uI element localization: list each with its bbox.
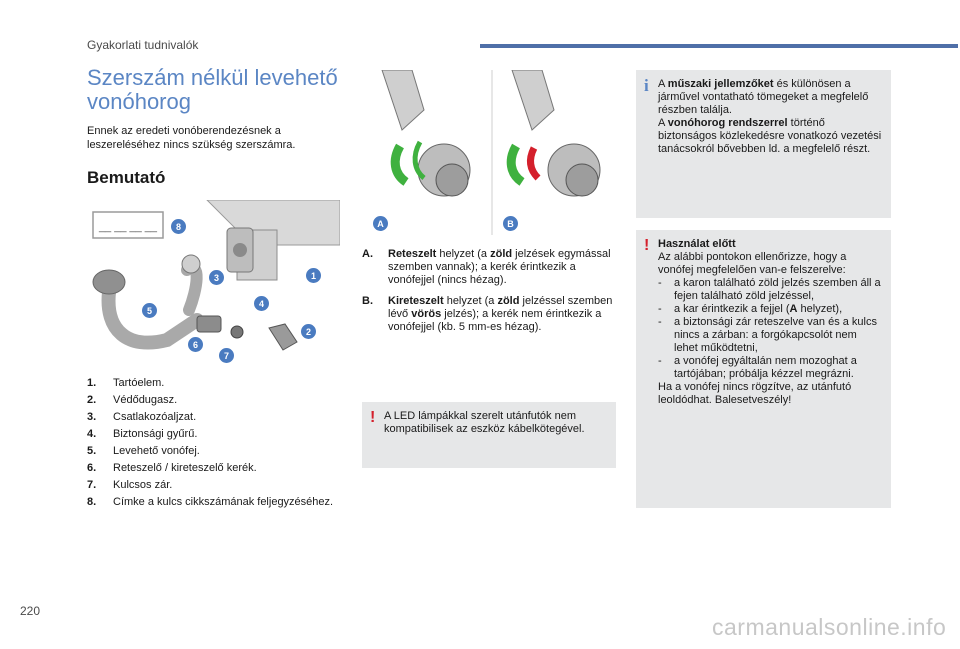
legend-item: 7.Kulcsos zár. (87, 479, 173, 491)
arm-shape-a (381, 69, 425, 131)
warning-icon: ! (370, 409, 376, 426)
callout-3: 3 (209, 270, 224, 285)
section-subheading: Bemutató (87, 168, 166, 187)
info-text-2: A vonóhorog rendszerrel történő biztonsá… (658, 117, 882, 155)
callout-4: 4 (254, 296, 269, 311)
checklist-item: -a karon található zöld jelzés szemben á… (658, 277, 881, 302)
before-use-warning-box: ! Használat előtt Az alábbi pontokon ell… (636, 230, 891, 508)
unlocked-position-drawing (506, 69, 601, 197)
callout-2: 2 (301, 324, 316, 339)
legend-item: 5.Levehető vonófej. (87, 445, 200, 457)
position-legend: A. Reteszelt helyzet (a zöld jelzések eg… (362, 248, 618, 342)
page-title: Szerszám nélkül levehető vonóhorog (87, 65, 338, 114)
callout-8: 8 (171, 219, 186, 234)
legend-item: 2.Védődugasz. (87, 394, 178, 406)
checklist-item: -a biztonsági zár reteszelve van és a ku… (658, 316, 877, 354)
callout-5: 5 (142, 303, 157, 318)
towbar-parts-drawing: __ __ __ __ (92, 199, 341, 351)
led-warning-box: ! A LED lámpákkal szerelt utánfutók nem … (362, 402, 616, 468)
lock-positions-illustration: A B (362, 69, 616, 235)
legend-item: 4.Biztonsági gyűrű. (87, 428, 198, 440)
towbar-parts-illustration: __ __ __ __ 8 1 3 4 5 2 6 7 (87, 199, 341, 365)
locking-wheel-shape (196, 315, 222, 333)
key-label-placeholder: __ __ __ __ (98, 221, 158, 233)
callout-1: 1 (306, 268, 321, 283)
info-box: i A műszaki jellemzőket és különösen a j… (636, 70, 891, 218)
header-bar (480, 44, 958, 48)
position-b-item: B. Kireteszelt helyzet (a zöld jelzéssel… (362, 295, 613, 333)
warning-icon: ! (644, 237, 650, 254)
protective-plug-shape (268, 323, 298, 351)
tow-ball-shape (181, 254, 201, 274)
checklist-item: -a kar érintkezik a fejjel (A helyzet), (658, 303, 843, 315)
legend-item: 8.Címke a kulcs cikkszámának feljegyzésé… (87, 496, 334, 508)
warning-title: Használat előtt (658, 238, 736, 250)
legend-item: 3.Csatlakozóaljzat. (87, 411, 197, 423)
checklist-item: -a vonófej egyáltalán nem mozoghat a tar… (658, 355, 857, 380)
key-lock-shape (230, 325, 244, 339)
intro-text: Ennek az eredeti vonóberendezésnek a les… (87, 125, 296, 151)
locked-position-drawing (381, 69, 471, 197)
key-label-tag (92, 211, 164, 239)
checklist: -a karon található zöld jelzés szemben á… (658, 277, 883, 381)
legend-item: 6.Reteszelő / kireteszelő kerék. (87, 462, 257, 474)
warning-outro: Ha a vonófej nincs rögzítve, az utánfutó… (658, 381, 852, 406)
section-header: Gyakorlati tudnivalók (87, 38, 199, 52)
legend-item: 1.Tartóelem. (87, 377, 165, 389)
tow-ball-neck-shape (181, 262, 203, 316)
green-mark-b (506, 143, 525, 186)
parts-legend: 1.Tartóelem. 2.Védődugasz. 3.Csatlakozóa… (87, 377, 347, 513)
position-a-badge: A (373, 216, 388, 231)
info-text-1: A műszaki jellemzőket és különösen a jár… (658, 78, 869, 116)
socket-hole-shape (233, 243, 247, 257)
watermark: carmanualsonline.info (712, 614, 947, 640)
arm-shape-b (511, 69, 555, 131)
lock-positions-drawing (381, 69, 601, 235)
vehicle-bumper-shape (205, 199, 341, 246)
page-number: 220 (20, 604, 41, 618)
protection-cap-shape (92, 269, 126, 295)
led-warning-text: A LED lámpákkal szerelt utánfutók nem ko… (384, 410, 585, 435)
tow-arm-shape (101, 285, 204, 350)
position-b-badge: B (503, 216, 518, 231)
callout-6: 6 (188, 337, 203, 352)
red-mark-b (527, 146, 541, 181)
green-mark-a2 (412, 140, 426, 180)
head-shape-a (435, 163, 469, 197)
info-icon: i (644, 76, 649, 95)
green-mark-a (390, 143, 409, 186)
head-shape-b (565, 163, 599, 197)
callout-7: 7 (219, 348, 234, 363)
warning-intro: Az alábbi pontokon ellenőrizze, hogy a v… (658, 251, 847, 276)
position-a-item: A. Reteszelt helyzet (a zöld jelzések eg… (362, 248, 611, 286)
